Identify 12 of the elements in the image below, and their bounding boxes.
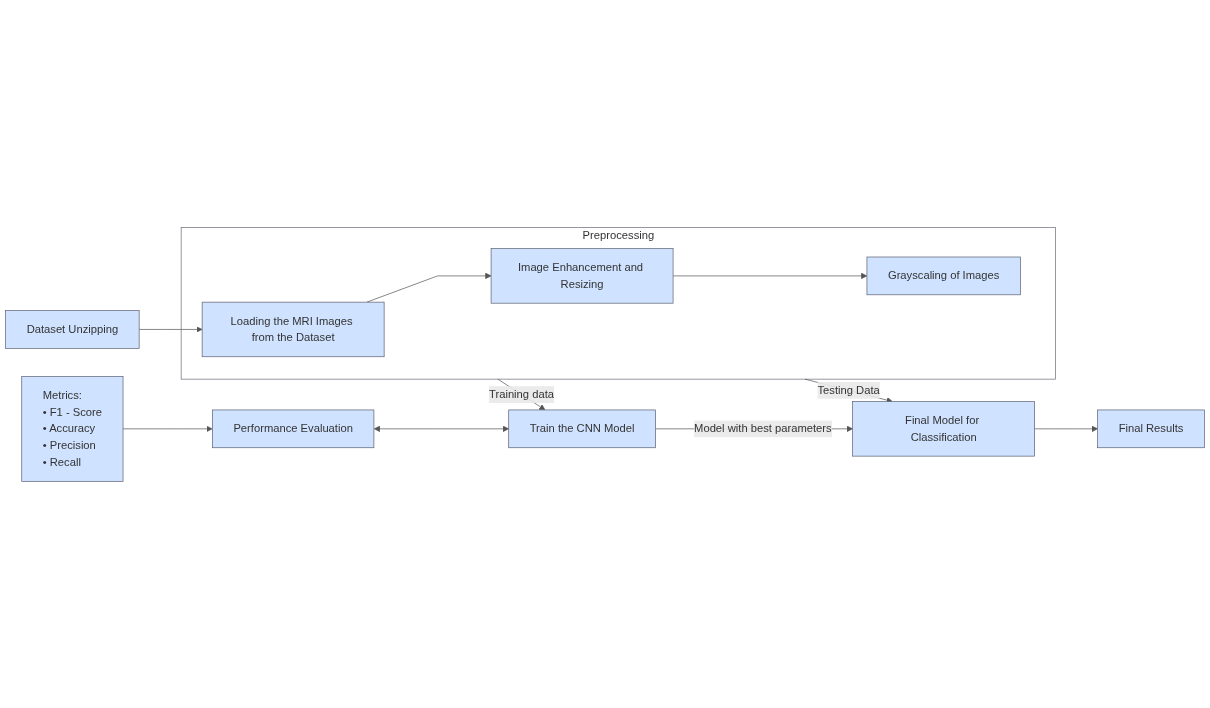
- edge-label: Model with best parameters: [694, 422, 832, 434]
- node-box: Final Model for Classification: [852, 400, 1035, 457]
- node-box: Dataset Unzipping: [5, 309, 140, 349]
- node-box: Final Results: [1097, 409, 1205, 448]
- node-box: Metrics: • F1 - Score • Accuracy • Precision • Recall: [21, 375, 124, 482]
- edge-label: Testing Data: [817, 383, 880, 396]
- node-box: Train the CNN Model: [508, 409, 656, 448]
- edge-label: Training data: [489, 387, 554, 400]
- node-box: Grayscaling of Images: [866, 256, 1021, 295]
- node-box: Loading the MRI Images from the Dataset: [201, 301, 385, 357]
- node-box: Performance Evaluation: [212, 409, 375, 448]
- node-box: Image Enhancement and Resizing: [490, 247, 674, 304]
